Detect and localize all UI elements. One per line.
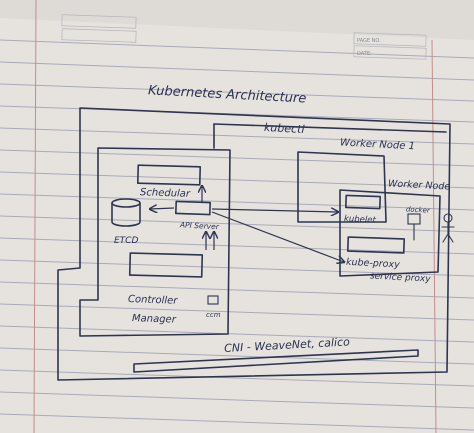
etcd-database-icon xyxy=(111,198,141,227)
cni-network-bar xyxy=(133,349,419,373)
user-icon xyxy=(441,213,455,243)
api-server-label: API Server xyxy=(179,220,220,231)
scheduler-box xyxy=(136,164,202,186)
controller-manager-label-line2: Manager xyxy=(132,313,177,326)
date-box xyxy=(353,45,427,60)
scheduler-label: Schedular xyxy=(140,187,191,200)
controller-manager-label-line1: Controller xyxy=(128,294,179,307)
ccm-label: ccm xyxy=(206,311,221,319)
kubelet-box xyxy=(345,194,381,210)
service-proxy-label: service proxy xyxy=(370,271,432,284)
cluster-outer-box xyxy=(57,107,451,381)
kube-proxy-label: kube-proxy xyxy=(346,257,401,271)
api-to-etcd-arrow xyxy=(150,208,175,209)
page-no-label: PAGE NO. xyxy=(357,38,381,44)
worker-node-1-box xyxy=(297,151,387,223)
docker-label: docker xyxy=(406,205,431,214)
kube-proxy-box xyxy=(346,236,406,254)
kubectl-label: kubectl xyxy=(264,121,305,136)
api-server-box xyxy=(175,200,211,216)
kubectl-divider xyxy=(213,123,447,133)
api-to-kube-proxy-arrow xyxy=(211,211,344,262)
ccm-box xyxy=(207,295,219,305)
header-left-box-bottom xyxy=(61,28,137,43)
kubelet-label: kubelet xyxy=(344,214,377,226)
header-left-box-top xyxy=(61,14,137,29)
api-to-kubelet-arrow xyxy=(211,209,338,212)
worker-node-1-label: Worker Node 1 xyxy=(340,137,415,152)
page-no-box xyxy=(353,32,427,47)
etcd-label: ETCD xyxy=(114,236,138,246)
page-header: PAGE NO. DATE: xyxy=(61,14,427,60)
control-plane-box xyxy=(79,147,231,337)
controller-manager-box xyxy=(128,252,204,278)
worker-node-2-label: Worker Node xyxy=(388,178,451,192)
worker-node-2-box xyxy=(339,189,441,277)
date-label: DATE: xyxy=(357,51,372,57)
paper-top-shade xyxy=(0,0,474,40)
